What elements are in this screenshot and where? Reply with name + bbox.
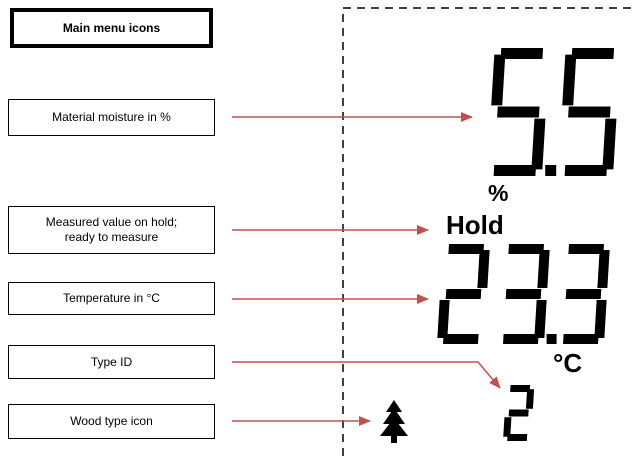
label-temperature: Temperature in °C [8,282,215,315]
segment-d [564,165,608,176]
moisture-unit-percent: % [488,180,509,206]
segment-d [563,334,599,344]
arrow-type-id [232,361,501,389]
segment-e [503,417,512,437]
segment-d [507,434,528,441]
type-id-digits [503,385,535,441]
label-text: Temperature in °C [63,291,160,305]
decimal-point [545,165,557,176]
label-measured-value-hold: Measured value on hold; ready to measure [8,206,215,254]
segment-b [525,389,535,409]
segment-g [497,106,540,118]
label-text: Measured value on hold; ready to measure [45,215,178,244]
segment-f [562,54,577,106]
label-text: Material moisture in % [52,110,171,124]
label-type-id: Type ID [8,345,215,379]
lcd-frame-border [342,7,637,456]
label-wood-type: Wood type icon [8,404,215,439]
segment-g [445,289,482,299]
segment-g [568,106,611,118]
segment-a [508,244,544,254]
decimal-point [546,334,557,344]
label-material-moisture: Material moisture in % [8,99,215,136]
segment-a [510,385,531,392]
main-menu-icons-title: Main menu icons [10,8,213,48]
moisture-digits [491,48,617,176]
segment-a [500,48,544,59]
label-text: Wood type icon [70,414,153,428]
segment-a [568,244,604,254]
hold-indicator: Hold [446,210,504,240]
segment-e [437,300,450,338]
segment-c [602,118,617,170]
title-text: Main menu icons [62,20,161,35]
segment-c [531,118,546,170]
segment-f [491,54,506,106]
segment-d [443,334,479,344]
segment-c [594,300,607,338]
temperature-digits [437,244,610,344]
segment-d [493,165,537,176]
segment-b [597,250,610,288]
segment-a [571,48,615,59]
segment-g [505,289,542,299]
segment-d [503,334,539,344]
segment-g [565,289,602,299]
segment-b [537,250,550,288]
temperature-unit-celsius: °C [553,348,583,378]
tree-icon [380,400,408,443]
segment-c [534,300,547,338]
segment-b [477,250,490,288]
segment-a [448,244,484,254]
label-text: Type ID [90,354,133,369]
segment-g [508,409,529,417]
